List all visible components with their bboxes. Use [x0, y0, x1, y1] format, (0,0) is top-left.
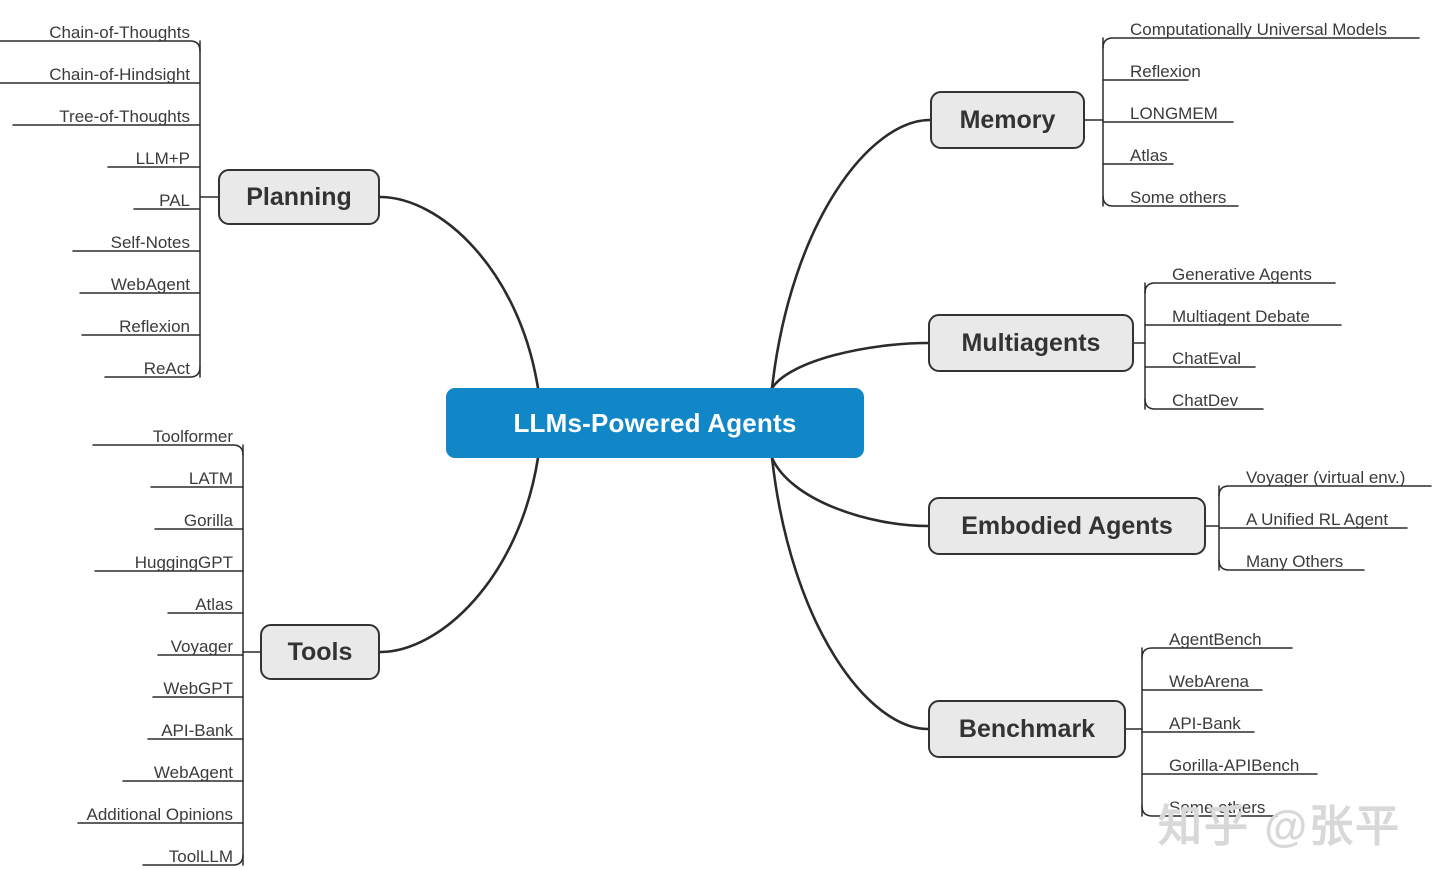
center-node[interactable]: LLMs-Powered Agents [446, 388, 864, 458]
leaf-label[interactable]: Some others [1130, 188, 1227, 207]
leaf-label[interactable]: LONGMEM [1130, 104, 1218, 123]
leaf-label[interactable]: Atlas [195, 595, 233, 614]
leaf-label[interactable]: Self-Notes [110, 233, 190, 252]
leaf-label[interactable]: Atlas [1130, 146, 1168, 165]
branch-node-label: Planning [246, 182, 352, 211]
leaf-label[interactable]: ToolLLM [168, 847, 233, 866]
branch-node-label: Memory [959, 105, 1056, 134]
branch-node-memory[interactable]: Memory [930, 91, 1085, 149]
leaf-label[interactable]: LATM [188, 469, 233, 488]
leaf-label[interactable]: Computationally Universal Models [1130, 20, 1388, 39]
leaf-label[interactable]: Gorilla [183, 511, 233, 530]
leaf-label[interactable]: A Unified RL Agent [1246, 510, 1389, 529]
leaf-label[interactable]: WebArena [1169, 672, 1250, 691]
leaf-label[interactable]: API-Bank [161, 721, 233, 740]
leaf-label[interactable]: Gorilla-APIBench [1169, 756, 1300, 775]
branch-node-benchmark[interactable]: Benchmark [928, 700, 1126, 758]
branch-node-label: Embodied Agents [961, 511, 1173, 540]
leaf-label[interactable]: LLM+P [135, 149, 190, 168]
branch-node-multiagents[interactable]: Multiagents [928, 314, 1134, 372]
branch-node-label: Benchmark [958, 714, 1096, 743]
leaf-label[interactable]: Chain-of-Hindsight [49, 65, 190, 84]
watermark: 知乎 @张平 [1158, 802, 1402, 851]
leaf-label[interactable]: Multiagent Debate [1172, 307, 1310, 326]
branch-node-label: Tools [287, 637, 353, 666]
leaf-label[interactable]: Additional Opinions [86, 805, 233, 824]
branch-node-embodied-agents[interactable]: Embodied Agents [928, 497, 1206, 555]
leaf-label[interactable]: API-Bank [1169, 714, 1241, 733]
branch-node-planning[interactable]: Planning [218, 169, 380, 225]
leaf-label[interactable]: Reflexion [119, 317, 190, 336]
leaf-label[interactable]: WebAgent [110, 275, 190, 294]
leaf-label[interactable]: WebGPT [163, 679, 233, 698]
leaf-label[interactable]: Many Others [1246, 552, 1344, 571]
branch-node-label: Multiagents [961, 328, 1101, 357]
leaf-label[interactable]: HuggingGPT [134, 553, 233, 572]
leaf-label[interactable]: Generative Agents [1172, 265, 1312, 284]
leaf-label[interactable]: ReAct [143, 359, 190, 378]
leaf-label[interactable]: Chain-of-Thoughts [49, 23, 190, 42]
leaf-label[interactable]: ChatDev [1172, 391, 1239, 410]
leaf-label[interactable]: Voyager (virtual env.) [1246, 468, 1406, 487]
leaf-label[interactable]: Some others [1169, 798, 1266, 817]
leaf-label[interactable]: Voyager [170, 637, 233, 656]
leaf-label[interactable]: Tree-of-Thoughts [59, 107, 190, 126]
leaf-label[interactable]: WebAgent [153, 763, 233, 782]
leaf-label[interactable]: Reflexion [1130, 62, 1201, 81]
center-node-label: LLMs-Powered Agents [513, 407, 797, 438]
leaf-label[interactable]: AgentBench [1169, 630, 1262, 649]
leaf-label[interactable]: Toolformer [152, 427, 233, 446]
branch-node-tools[interactable]: Tools [260, 624, 380, 680]
leaf-label[interactable]: ChatEval [1172, 349, 1241, 368]
leaf-label[interactable]: PAL [159, 191, 190, 210]
